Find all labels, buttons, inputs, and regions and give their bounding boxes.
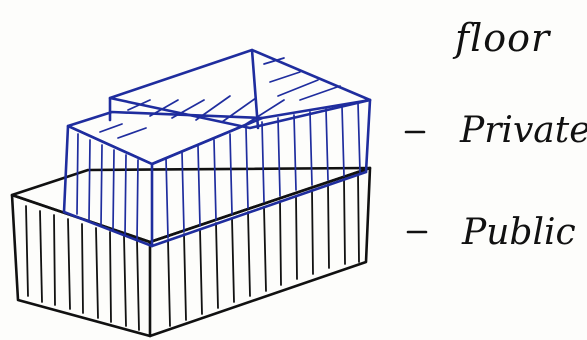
floor-heading: floor — [455, 16, 550, 60]
private-front-block-side — [152, 100, 370, 246]
private-label: Private — [460, 110, 587, 151]
label-markers — [406, 132, 426, 232]
public-hatching — [26, 174, 359, 330]
public-label: Public — [462, 212, 576, 253]
private-block — [64, 50, 370, 246]
public-block-front-face — [12, 195, 150, 336]
